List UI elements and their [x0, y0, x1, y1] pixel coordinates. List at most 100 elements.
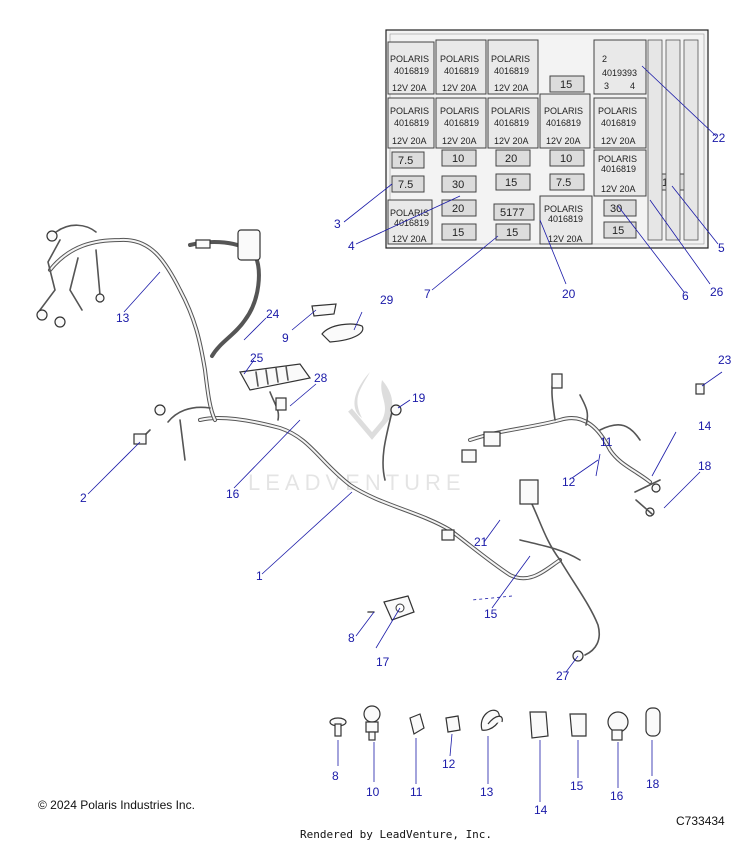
relay-r4c1: POLARIS 4016819 12V 20A — [387, 199, 433, 245]
special-relay-code: 4019393 — [602, 68, 637, 78]
callout-27[interactable]: 27 — [556, 669, 570, 683]
terminal-strip — [647, 39, 699, 241]
callout-9[interactable]: 9 — [282, 331, 289, 345]
fuse-3: 20 — [495, 149, 531, 167]
fuse-6: 15 — [495, 173, 531, 191]
callout-12-legend[interactable]: 12 — [442, 757, 456, 771]
callout-26[interactable]: 26 — [710, 285, 724, 299]
wire-harness-icon — [36, 224, 661, 662]
relay-rating: 12V 20A — [601, 184, 636, 194]
callout-4[interactable]: 4 — [348, 239, 355, 253]
ring-clip-icon — [363, 705, 381, 782]
callout-1[interactable]: 1 — [256, 569, 263, 583]
svg-text:15: 15 — [560, 79, 572, 91]
push-rivet-icon — [329, 717, 347, 766]
relay-r4c4: POLARIS 4016819 12V 20A — [539, 195, 593, 245]
callout-7[interactable]: 7 — [424, 287, 431, 301]
callout-16-legend[interactable]: 16 — [610, 789, 624, 803]
relay-brand: POLARIS — [491, 54, 530, 64]
bracket-icon — [367, 595, 415, 621]
callout-20[interactable]: 20 — [562, 287, 576, 301]
callout-29[interactable]: 29 — [380, 293, 394, 307]
callout-14[interactable]: 14 — [698, 419, 712, 433]
callout-13[interactable]: 13 — [116, 311, 130, 325]
relay-rating: 12V 20A — [442, 83, 477, 93]
relay-r1c1: POLARIS 4016819 12V 20A — [387, 41, 435, 95]
clip-icon — [445, 715, 461, 757]
cable-tie-icon — [480, 709, 503, 784]
relay-rating: 12V 20A — [546, 136, 581, 146]
relay-r2c1: POLARIS 4016819 12V 20A — [387, 97, 435, 149]
callout-18[interactable]: 18 — [698, 459, 712, 473]
fuse-5: 30 — [441, 175, 477, 193]
svg-text:7.5: 7.5 — [556, 177, 571, 189]
relay-brand: POLARIS — [440, 54, 479, 64]
callout-8[interactable]: 8 — [348, 631, 355, 645]
callout-17[interactable]: 17 — [376, 655, 390, 669]
svg-text:20: 20 — [505, 153, 517, 165]
callout-22[interactable]: 22 — [712, 131, 726, 145]
fuse-11: 15 — [495, 223, 531, 241]
fuse-8: 7.5 — [391, 175, 425, 193]
fuse-10: 15 — [441, 223, 477, 241]
relay-part: 4016819 — [494, 66, 529, 76]
callout-13-legend[interactable]: 13 — [480, 785, 494, 799]
callout-15-legend[interactable]: 15 — [570, 779, 584, 793]
callout-3[interactable]: 3 — [334, 217, 341, 231]
callout-5[interactable]: 5 — [718, 241, 725, 255]
relay-part: 4016819 — [548, 214, 583, 224]
svg-text:15: 15 — [612, 225, 624, 237]
callout-23[interactable]: 23 — [718, 353, 732, 367]
relay-rating: 12V 20A — [392, 136, 427, 146]
ring-clip-icon — [607, 711, 629, 788]
relay-r2c2: POLARIS 4016819 12V 20A — [435, 97, 487, 149]
svg-text:5177: 5177 — [500, 207, 524, 219]
callout-18-legend[interactable]: 18 — [646, 777, 660, 791]
svg-text:30: 30 — [452, 179, 464, 191]
relay-part: 4016819 — [394, 66, 429, 76]
callout-6[interactable]: 6 — [682, 289, 689, 303]
callout-15[interactable]: 15 — [484, 607, 498, 621]
relay-r3c5: POLARIS 4016819 12V 20A — [593, 149, 647, 197]
callout-25[interactable]: 25 — [250, 351, 264, 365]
fuse-15: 15 — [549, 75, 585, 93]
callout-16[interactable]: 16 — [226, 487, 240, 501]
relay-part: 4016819 — [444, 118, 479, 128]
special-relay-pin: 3 — [604, 81, 609, 91]
callout-10-legend[interactable]: 10 — [366, 785, 380, 799]
drawing-code: C733434 — [676, 814, 725, 828]
callout-21[interactable]: 21 — [474, 535, 488, 549]
fuse-1: 7.5 — [391, 151, 425, 169]
svg-text:30: 30 — [610, 203, 622, 215]
relay-brand: POLARIS — [440, 106, 479, 116]
relay-r2c3: POLARIS 4016819 12V 20A — [487, 97, 539, 149]
relay-brand: POLARIS — [390, 54, 429, 64]
fuse-box-icon: POLARIS 4016819 12V 20A POLARIS 4016819 … — [385, 29, 709, 249]
callout-2[interactable]: 2 — [80, 491, 87, 505]
relay-rating: 12V 20A — [548, 234, 583, 244]
svg-text:15: 15 — [452, 227, 464, 239]
special-relay-pin: 2 — [602, 54, 607, 64]
callout-11-legend[interactable]: 11 — [410, 785, 423, 799]
clip-icon — [409, 713, 425, 784]
callout-28[interactable]: 28 — [314, 371, 328, 385]
relay-brand: POLARIS — [598, 106, 637, 116]
callout-14-legend[interactable]: 14 — [534, 803, 548, 817]
relay-brand: POLARIS — [544, 204, 583, 214]
leader-lines — [87, 65, 723, 673]
clip-icon — [569, 713, 587, 778]
relay-part: 4016819 — [394, 218, 429, 228]
callout-8-legend[interactable]: 8 — [332, 769, 339, 783]
callout-24[interactable]: 24 — [266, 307, 280, 321]
callout-19[interactable]: 19 — [412, 391, 426, 405]
callout-11[interactable]: 11 — [600, 435, 613, 449]
callout-12[interactable]: 12 — [562, 475, 576, 489]
fuse-4: 10 — [549, 149, 585, 167]
svg-text:7.5: 7.5 — [398, 179, 413, 191]
watermark-text: LEADVENTURE — [248, 470, 466, 495]
relay-rating: 12V 20A — [442, 136, 477, 146]
svg-text:15: 15 — [505, 177, 517, 189]
parts-legend — [329, 705, 661, 802]
